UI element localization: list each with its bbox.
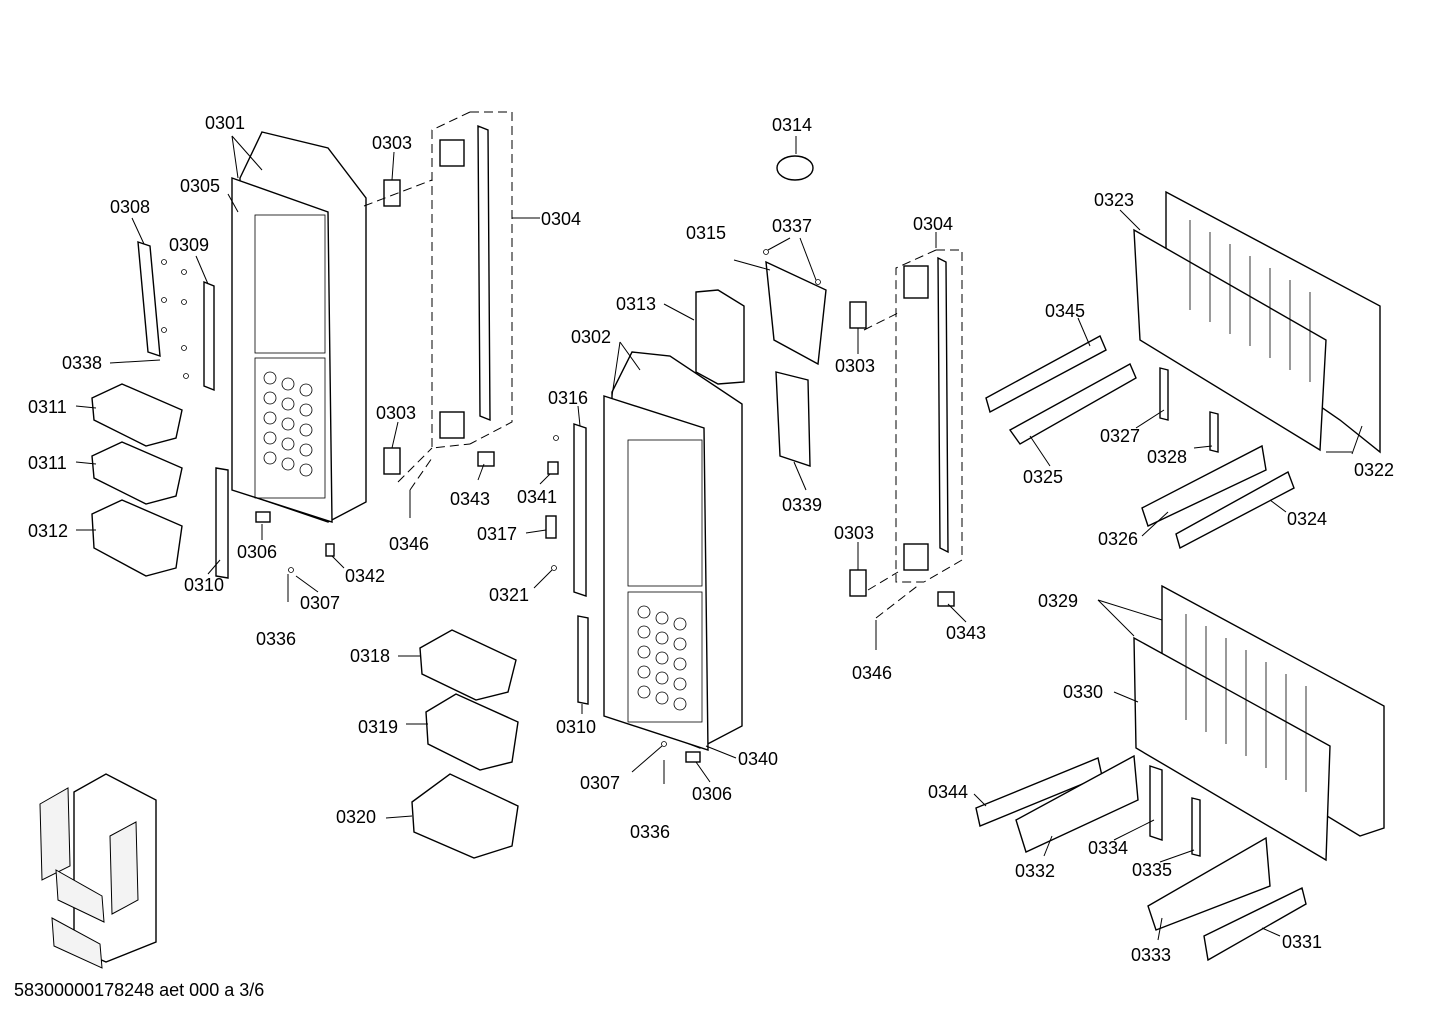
callout-label: 0307 [300,593,340,613]
callout-label: 0304 [541,209,581,229]
callout-label: 0342 [345,566,385,586]
leader-lines [75,135,1363,941]
document-reference-number: 58300000178248 aet 000 a 3/6 [14,980,265,1000]
callout-label: 0332 [1015,861,1055,881]
callout-label: 0346 [852,663,892,683]
callout-label: 0315 [686,223,726,243]
callout-label: 0308 [110,197,150,217]
callout-label: 0312 [28,521,68,541]
callout-label: 0303 [376,403,416,423]
callout-label: 0310 [184,575,224,595]
appliance-overview-thumbnail [39,773,157,969]
callout-label: 0319 [358,717,398,737]
callout-label: 0304 [913,214,953,234]
lower-drawer-assembly [975,584,1385,962]
callout-label: 0325 [1023,467,1063,487]
callout-label: 0321 [489,585,529,605]
upper-drawer-assembly [985,190,1381,550]
callout-label: 0334 [1088,838,1128,858]
callout-label: 0305 [180,176,220,196]
callout-label: 0341 [517,487,557,507]
callout-label: 0311 [28,453,67,473]
callout-label: 0343 [946,623,986,643]
callout-label: 0336 [630,822,670,842]
callout-label: 0307 [580,773,620,793]
callout-label: 0329 [1038,591,1078,611]
callout-label: 0318 [350,646,390,666]
callout-label: 0310 [556,717,596,737]
callout-label: 0306 [237,542,277,562]
callout-label: 0309 [169,235,209,255]
callout-label: 0331 [1282,932,1322,952]
callout-label: 0306 [692,784,732,804]
callout-label: 0303 [835,356,875,376]
callout-label: 0320 [336,807,376,827]
callout-label: 0345 [1045,301,1085,321]
callout-label: 0336 [256,629,296,649]
callout-label: 0337 [772,216,812,236]
callout-label: 0326 [1098,529,1138,549]
callout-labels: 0301 0305 0308 0309 0338 0311 0311 0312 … [28,113,1394,965]
callout-label: 0338 [62,353,102,373]
callout-label: 0339 [782,495,822,515]
callout-label: 0322 [1354,460,1394,480]
left-handle-assembly [363,111,513,518]
callout-label: 0301 [205,113,245,133]
callout-label: 0333 [1131,945,1171,965]
right-handle-assembly [849,249,963,650]
callout-label: 0323 [1094,190,1134,210]
center-door-assembly [411,289,745,859]
callout-label: 0344 [928,782,968,802]
callout-label: 0313 [616,294,656,314]
callout-label: 0316 [548,388,588,408]
callout-label: 0327 [1100,426,1140,446]
callout-label: 0328 [1147,447,1187,467]
callout-label: 0311 [28,397,67,417]
hinge-assembly [763,155,827,467]
callout-label: 0317 [477,524,517,544]
callout-label: 0340 [738,749,778,769]
left-door-assembly [91,131,367,602]
callout-label: 0303 [372,133,412,153]
callout-label: 0346 [389,534,429,554]
callout-label: 0302 [571,327,611,347]
callout-label: 0335 [1132,860,1172,880]
callout-label: 0343 [450,489,490,509]
callout-label: 0314 [772,115,812,135]
callout-label: 0303 [834,523,874,543]
callout-label: 0324 [1287,509,1327,529]
callout-label: 0330 [1063,682,1103,702]
